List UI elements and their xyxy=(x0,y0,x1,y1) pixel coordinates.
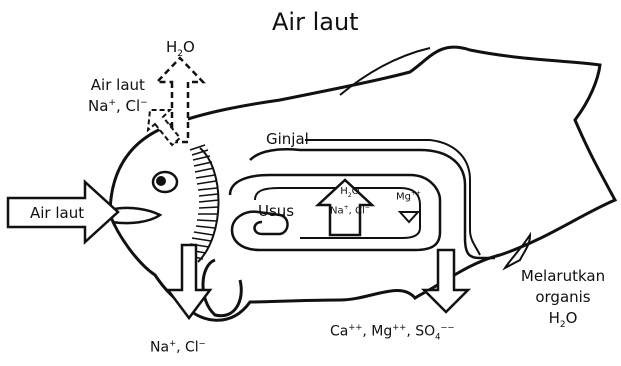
arrow-excretion-down xyxy=(424,250,468,312)
label-nacl-bottom: Na+, Cl− xyxy=(150,338,206,356)
page-title: Air laut xyxy=(272,8,359,36)
fish-pupil xyxy=(156,176,166,186)
label-mg: Mg++ xyxy=(396,190,421,202)
label-ca-mg-so4: Ca++, Mg++, SO4−− xyxy=(330,322,455,341)
label-inner-h2o-nacl: H2O Na+, Cl− xyxy=(330,186,370,217)
label-air-laut-nacl: Air laut Na+, Cl− xyxy=(88,76,148,115)
label-ginjal: Ginjal xyxy=(266,130,309,148)
label-melarutkan-organis: Melarutkan organis H2O xyxy=(518,266,608,336)
dorsal-fin xyxy=(340,48,430,95)
label-air-laut-arrow: Air laut xyxy=(30,204,84,222)
label-h2o-top: H2O xyxy=(166,38,195,59)
label-usus: Usus xyxy=(258,202,294,220)
arrow-mg-down xyxy=(400,212,418,222)
pectoral-fin xyxy=(203,260,241,316)
